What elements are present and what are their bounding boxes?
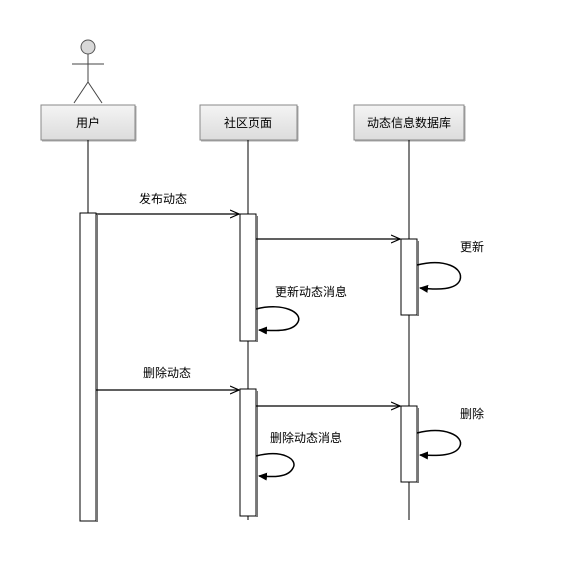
self-call-label-update-feed: 更新动态消息	[275, 284, 347, 299]
participant-community-label: 社区页面	[224, 115, 272, 130]
self-call-label-update: 更新	[460, 239, 484, 254]
participant-feed-database: 动态信息数据库	[353, 104, 466, 142]
self-call-label-delete: 删除	[460, 406, 484, 421]
activation-community-2	[239, 388, 258, 517]
user-actor-figure	[72, 39, 104, 104]
self-call-arrow-delete	[416, 429, 462, 460]
self-call-label-delete-feed: 删除动态消息	[270, 430, 342, 445]
activation-user	[79, 212, 98, 522]
self-call-arrow-update-feed	[255, 306, 300, 335]
message-label-delete: 删除动态	[143, 365, 191, 380]
self-call-arrow-delete-feed	[255, 453, 295, 481]
participant-user: 用户	[40, 104, 137, 142]
self-call-arrow-update	[416, 261, 462, 293]
activation-community-1	[239, 213, 258, 342]
participant-db-label: 动态信息数据库	[367, 115, 451, 130]
participant-community-page: 社区页面	[199, 104, 299, 142]
message-label-publish: 发布动态	[139, 191, 187, 206]
activation-db-2	[400, 405, 419, 483]
activation-db-1	[400, 238, 419, 316]
participant-user-label: 用户	[76, 115, 100, 130]
